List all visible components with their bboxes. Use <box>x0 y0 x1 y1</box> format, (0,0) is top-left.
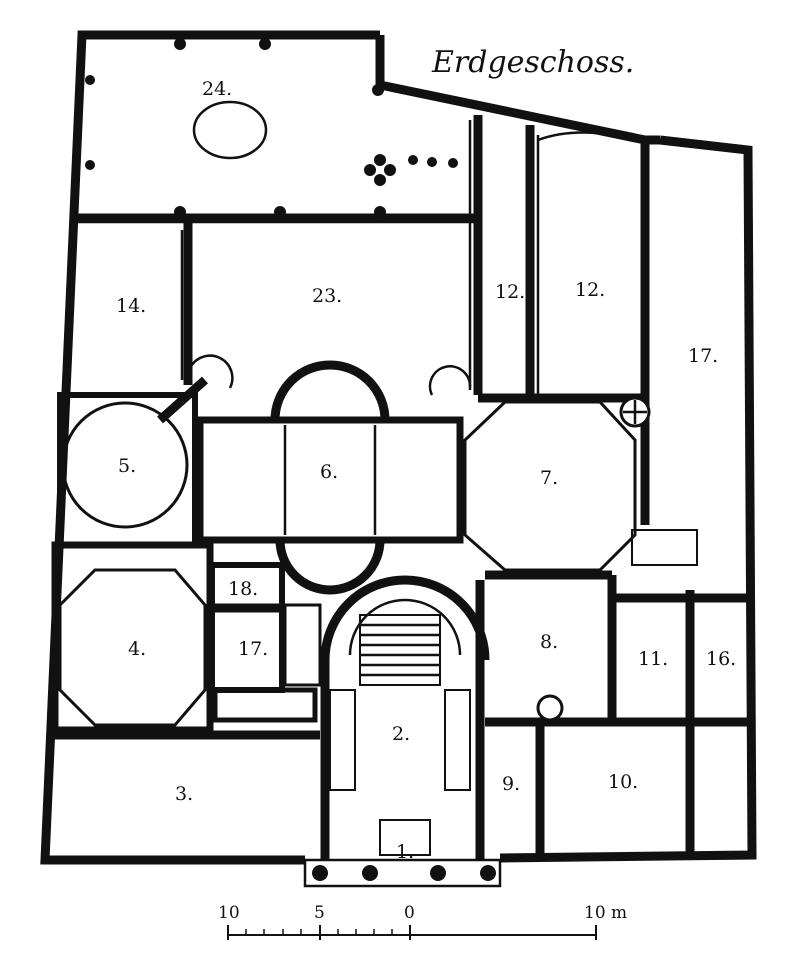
label-8: 8. <box>540 631 558 653</box>
main-staircase <box>320 575 490 686</box>
room-labels: 24. 14. 23. 12. 12. 17. 5. 6. 7. 18. 17.… <box>116 78 736 863</box>
label-17a: 17. <box>688 345 718 367</box>
label-17b: 17. <box>238 638 268 660</box>
label-14: 14. <box>116 295 146 317</box>
label-16: 16. <box>706 648 736 670</box>
vestibule-2 <box>320 580 485 860</box>
label-10: 10. <box>608 771 638 793</box>
label-6: 6. <box>320 461 338 483</box>
scale-label-5: 5 <box>314 903 325 923</box>
entrance-portico <box>303 858 502 888</box>
scale-bar: 10 5 0 10 m <box>218 903 627 940</box>
label-9: 9. <box>502 773 520 795</box>
rooms-12-17 <box>478 125 650 525</box>
courtyard-24 <box>78 38 478 224</box>
label-2: 2. <box>392 723 410 745</box>
fountain-oval <box>192 100 268 160</box>
label-11: 11. <box>638 648 668 670</box>
outer-walls <box>40 30 757 865</box>
plan-title: Erdgeschoss. <box>431 45 634 80</box>
hall-6 <box>196 360 464 595</box>
label-24: 24. <box>202 78 232 100</box>
label-3: 3. <box>175 783 193 805</box>
scale-label-10m: 10 m <box>584 903 627 923</box>
room-7 <box>463 396 698 572</box>
scale-label-10: 10 <box>218 903 240 923</box>
label-7: 7. <box>540 467 558 489</box>
label-5: 5. <box>118 455 136 477</box>
label-23: 23. <box>312 285 342 307</box>
small-spiral-stair-icon <box>536 694 564 722</box>
rooms-17-18 <box>209 562 322 723</box>
label-4: 4. <box>128 638 146 660</box>
label-12b: 12. <box>575 279 605 301</box>
rooms-8-16 <box>485 570 752 858</box>
label-18: 18. <box>228 578 258 600</box>
rooms-14-23 <box>180 115 483 396</box>
scale-label-0: 0 <box>404 903 415 923</box>
label-1: 1. <box>396 841 414 863</box>
label-12a: 12. <box>495 281 525 303</box>
